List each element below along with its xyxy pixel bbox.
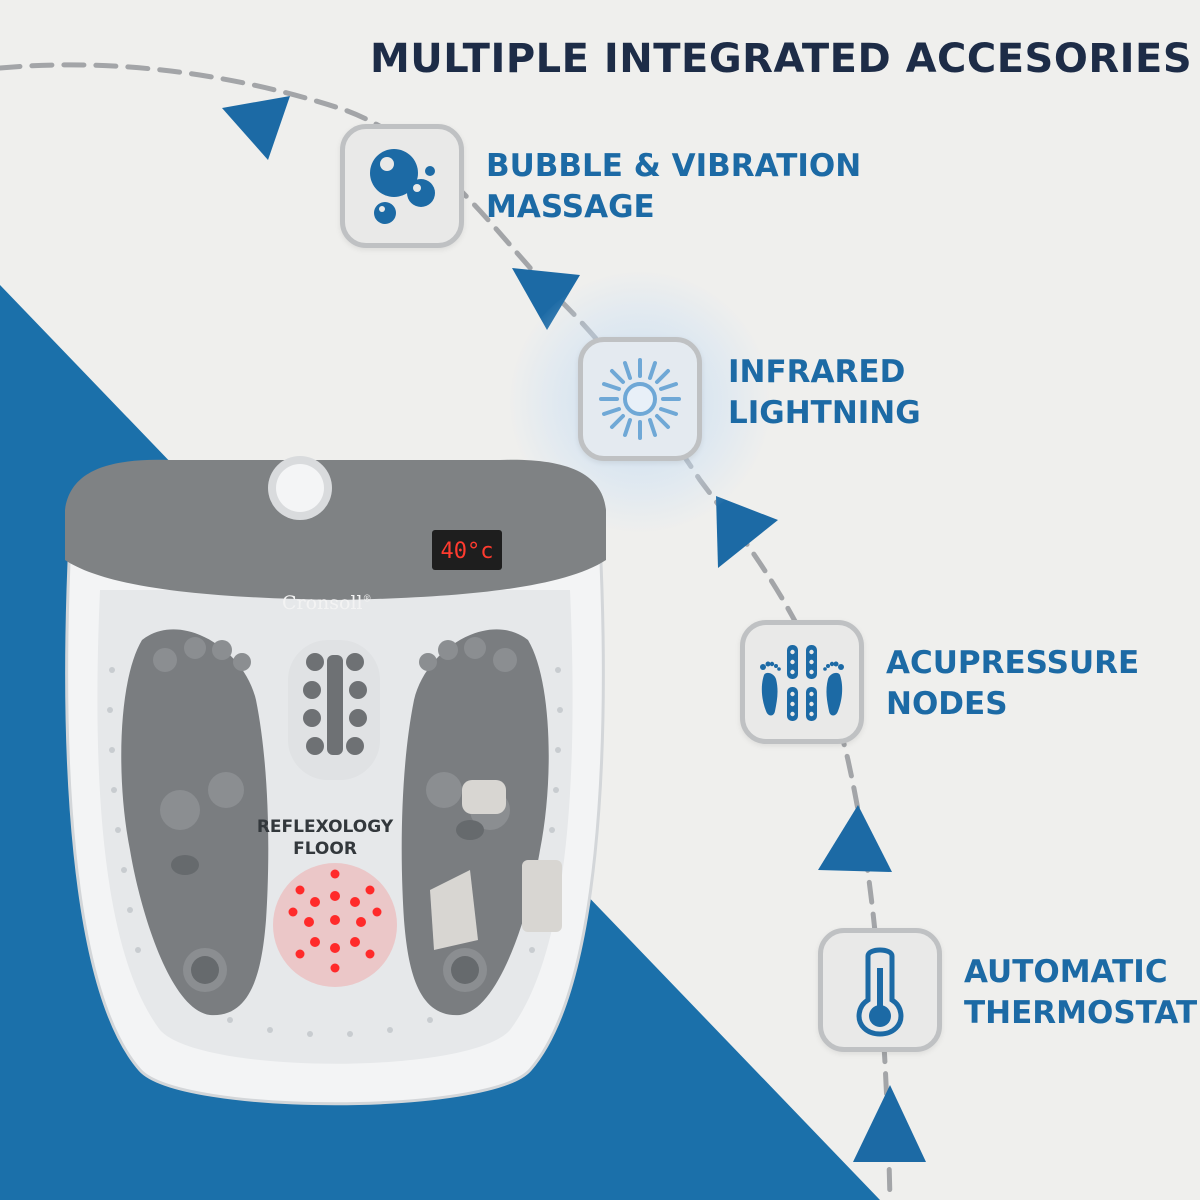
arrow-icon xyxy=(222,96,290,160)
pumice-stone xyxy=(462,780,506,814)
temperature-display xyxy=(432,530,502,570)
bubble-massage-label: BUBBLE & VIBRATION MASSAGE xyxy=(486,146,861,228)
sun-icon xyxy=(599,358,681,440)
arrow-icon xyxy=(853,1085,926,1162)
massage-rollers xyxy=(303,653,367,755)
infrared-label: INFRARED LIGHTNING xyxy=(728,352,921,434)
brand-name: Cronsoll xyxy=(282,592,363,614)
feet-nodes-icon xyxy=(760,645,844,721)
arrow-icon xyxy=(512,268,580,330)
pumice-stone xyxy=(522,860,562,932)
acupressure-icon-box xyxy=(740,620,864,744)
feature-label-line: LIGHTNING xyxy=(728,395,921,431)
tub-lid xyxy=(65,459,606,600)
feature-label-line: THERMOSTAT xyxy=(964,995,1198,1031)
infrared-icon-box xyxy=(578,337,702,461)
reflexology-floor-label: REFLEXOLOGY FLOOR xyxy=(235,816,415,860)
bubble-massage-icon-box xyxy=(340,124,464,248)
feature-label-line: MASSAGE xyxy=(486,189,655,225)
floor-label-line: REFLEXOLOGY xyxy=(256,817,394,837)
feature-label-line: ACUPRESSURE xyxy=(886,645,1140,681)
bubbles-icon xyxy=(370,149,435,224)
temperature-readout: 40°c xyxy=(441,539,494,564)
thermometer-icon xyxy=(856,947,904,1037)
thermostat-icon-box xyxy=(818,928,942,1052)
feature-label-line: INFRARED xyxy=(728,354,906,390)
pumice-stone xyxy=(430,870,478,950)
feature-label-line: BUBBLE & VIBRATION xyxy=(486,148,862,184)
foot-spa-product-image: 40°c xyxy=(65,456,606,1106)
registered-mark: ® xyxy=(362,594,372,605)
arrow-icon xyxy=(818,805,892,872)
infrared-lights xyxy=(288,869,382,973)
brand-logo: Cronsoll® xyxy=(282,592,372,614)
feature-label-line: NODES xyxy=(886,686,1008,722)
arrow-icon xyxy=(716,496,778,568)
page-title: MULTIPLE INTEGRATED ACCESORIES xyxy=(370,36,1193,82)
floor-label-line: FLOOR xyxy=(293,839,357,859)
control-knob[interactable] xyxy=(276,464,324,512)
feature-label-line: AUTOMATIC xyxy=(964,954,1168,990)
thermostat-label: AUTOMATIC THERMOSTAT xyxy=(964,952,1197,1034)
acupressure-label: ACUPRESSURE NODES xyxy=(886,643,1139,725)
